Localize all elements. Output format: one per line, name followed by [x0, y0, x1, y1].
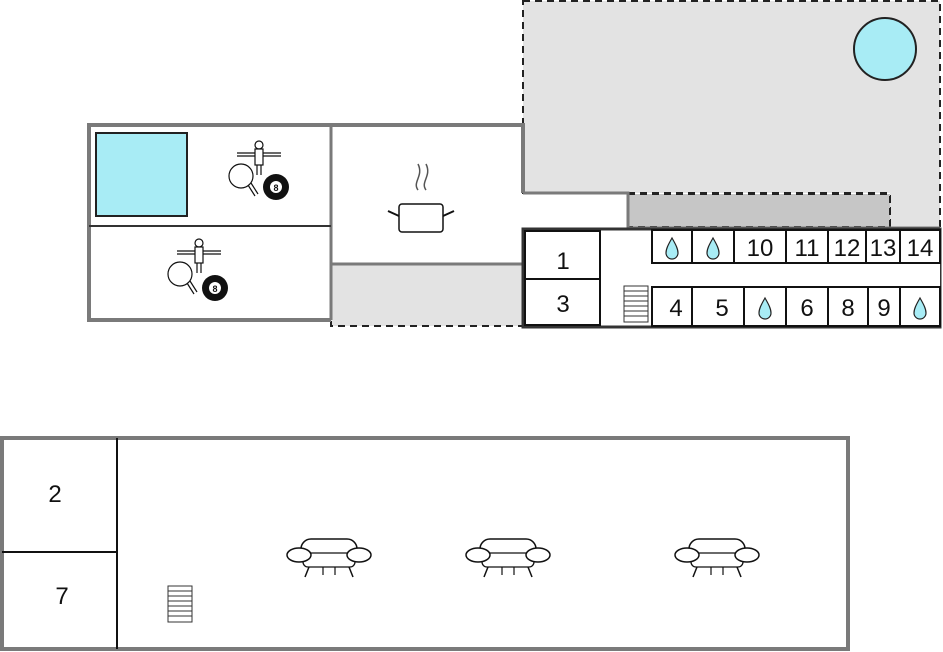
- room-4-label: 4: [669, 295, 682, 322]
- cooking-pot-icon: [387, 163, 455, 233]
- stairs-icon: [167, 585, 193, 623]
- room-6-label: 6: [800, 295, 813, 322]
- room-9: [867, 286, 901, 327]
- stairs-icon: [623, 285, 649, 323]
- table-tennis-icon: [228, 163, 259, 197]
- room-9-label: 9: [877, 295, 890, 322]
- room-14: [899, 229, 941, 264]
- room-2-label: 2: [48, 481, 61, 508]
- room-6: [785, 286, 829, 327]
- room-11-label: 11: [795, 235, 820, 262]
- corridor: [600, 264, 940, 286]
- room-1: [524, 230, 601, 280]
- billiard-ball-spot: [209, 282, 221, 294]
- room-3-label: 3: [556, 291, 569, 318]
- hot-tub-icon: [853, 17, 917, 81]
- table-tennis-icon: [167, 261, 198, 295]
- pool-icon: [95, 132, 188, 217]
- room-1-label: 1: [556, 248, 569, 275]
- billiard-ball-number: 8: [273, 183, 278, 193]
- room-3: [524, 278, 601, 326]
- billiard-ball-spot: [270, 181, 282, 193]
- wall-outline: [87, 123, 525, 322]
- room-14-label: 14: [907, 235, 934, 262]
- outdoor-patio: [330, 263, 524, 327]
- room-10-label: 10: [747, 235, 774, 262]
- covered-terrace: [627, 193, 891, 228]
- billiard-ball-number: 8: [212, 284, 217, 294]
- room-13-label: 13: [870, 235, 897, 262]
- room-8-label: 8: [841, 295, 854, 322]
- room-5-label: 5: [715, 295, 728, 322]
- room-12-label: 12: [834, 235, 861, 262]
- room-7-label: 7: [55, 583, 68, 610]
